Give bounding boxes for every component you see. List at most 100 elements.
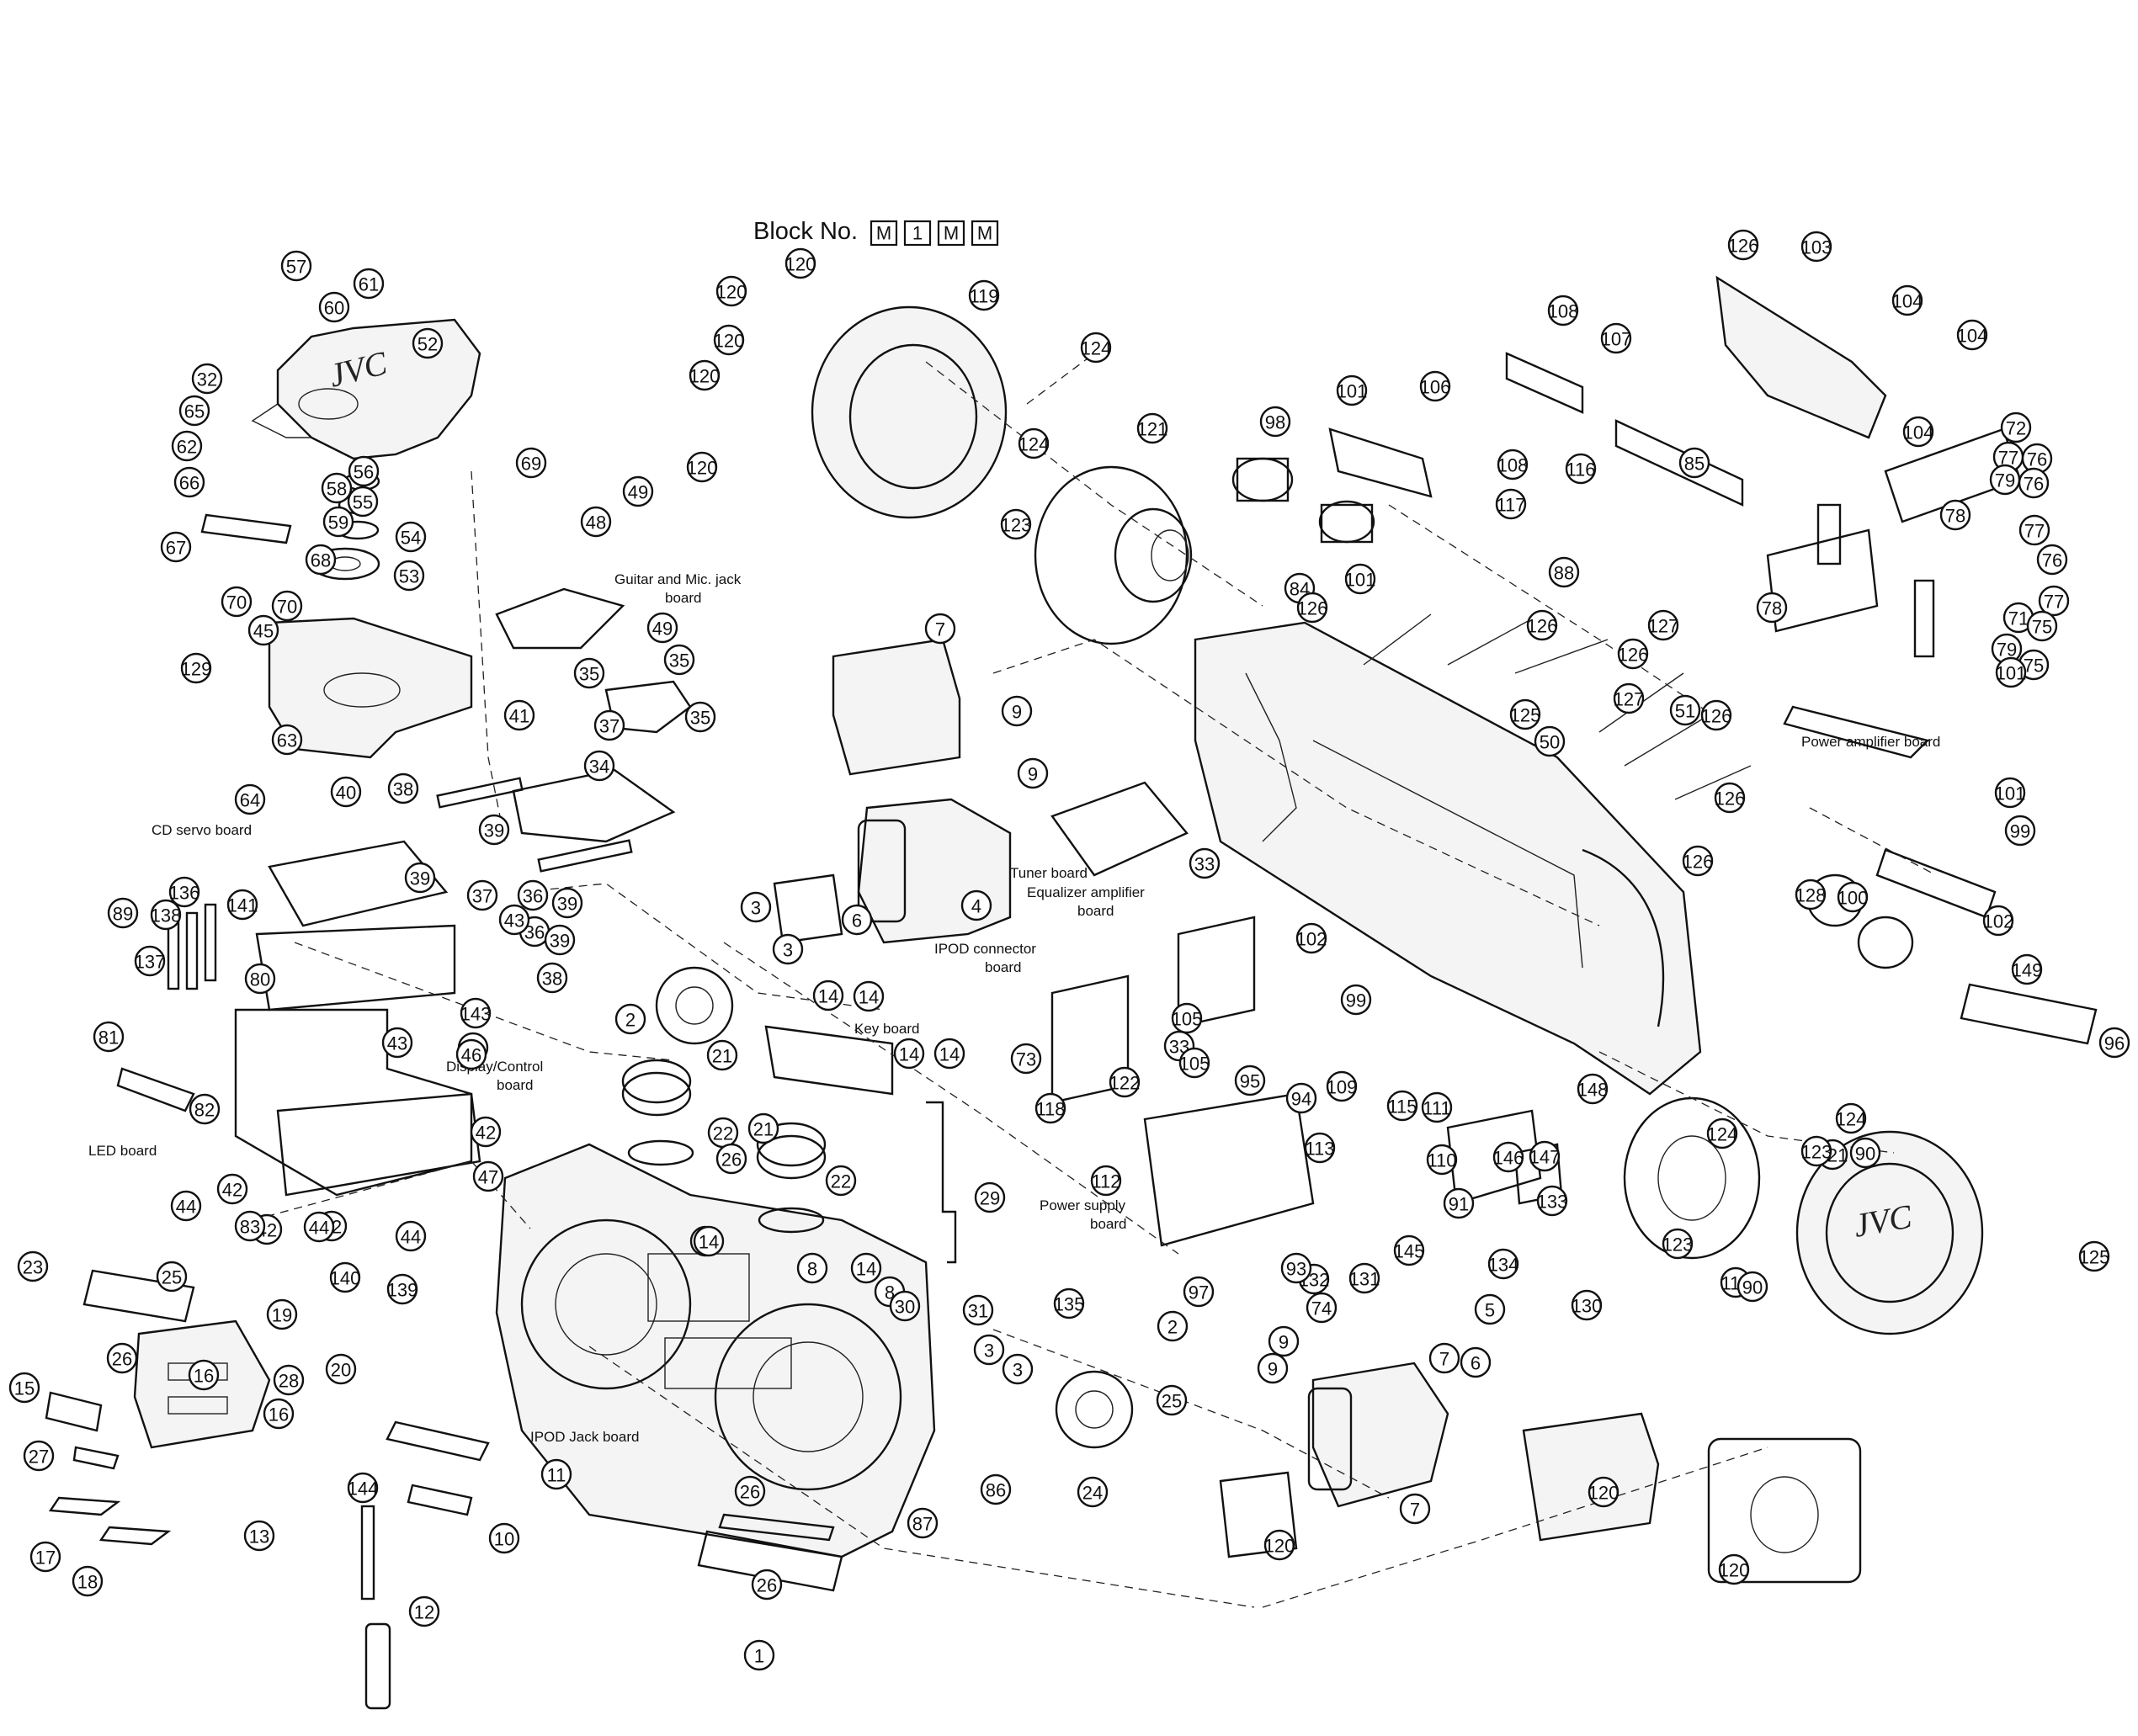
part-callout-131: 131 [1349, 1262, 1380, 1294]
part-callout-49: 49 [622, 475, 654, 507]
part-number: 115 [1387, 1096, 1417, 1118]
part-number: 53 [399, 566, 419, 587]
part-number: 99 [1346, 990, 1366, 1011]
part-callout-78: 78 [1756, 592, 1788, 624]
block-number-header: Block No. M 1 M M [753, 218, 999, 247]
part-number: 126 [1715, 788, 1746, 810]
part-callout-89: 89 [107, 897, 139, 929]
part-callout-5: 5 [1474, 1293, 1506, 1325]
board-label: Tuner board [1010, 865, 1088, 881]
part-number: 104 [1892, 291, 1923, 312]
part-number: 65 [184, 401, 205, 422]
part-number: 3 [1013, 1360, 1023, 1381]
part-number: 21 [712, 1046, 732, 1067]
part-callout-48: 48 [580, 506, 612, 538]
part-callout-120: 120 [785, 247, 816, 279]
part-callout-135: 135 [1054, 1287, 1085, 1319]
part-number: 76 [2024, 474, 2044, 495]
part-callout-18: 18 [72, 1565, 104, 1597]
part-number: 59 [328, 512, 348, 534]
part-callout-104: 104 [1903, 416, 1933, 448]
part-callout-56: 56 [348, 455, 380, 487]
part-number: 47 [478, 1167, 498, 1188]
part-callout-39: 39 [544, 924, 576, 956]
part-callout-146: 146 [1493, 1141, 1524, 1173]
part-number: 138 [151, 905, 182, 926]
part-callout-53: 53 [393, 560, 425, 592]
part-number: 78 [1762, 598, 1782, 619]
part-callout-128: 128 [1795, 879, 1826, 910]
carry-handle-part [1715, 275, 1887, 439]
part-number: 43 [387, 1033, 407, 1054]
part-number: 11 [547, 1465, 566, 1486]
part-number: 95 [1240, 1071, 1260, 1092]
part-callout-32: 32 [191, 363, 223, 395]
part-callout-90: 90 [1849, 1137, 1881, 1169]
part-number: 22 [831, 1171, 851, 1192]
part-number: 3 [984, 1340, 994, 1362]
part-number: 33 [1194, 854, 1215, 875]
part-callout-13: 13 [243, 1520, 275, 1552]
part-callout-124: 124 [1018, 427, 1049, 459]
part-number: 135 [1054, 1294, 1085, 1315]
part-number: 148 [1577, 1080, 1609, 1101]
part-callout-36: 36 [517, 879, 549, 911]
part-number: 45 [253, 621, 274, 642]
part-callout-99: 99 [2004, 815, 2036, 847]
block-code-box-1: M [870, 220, 898, 247]
part-number: 93 [1286, 1259, 1306, 1280]
part-callout-67: 67 [160, 531, 192, 563]
part-callout-2: 2 [614, 1003, 646, 1035]
board-label: Key board [854, 1021, 920, 1037]
part-number: 19 [272, 1305, 292, 1326]
part-number: 43 [504, 910, 524, 932]
part-number: 42 [222, 1180, 242, 1201]
part-number: 120 [687, 458, 718, 479]
part-number: 90 [1742, 1277, 1763, 1298]
part-number: 26 [740, 1482, 760, 1503]
part-callout-129: 129 [181, 652, 211, 684]
part-callout-111: 111 [1421, 1091, 1453, 1123]
part-number: 133 [1537, 1192, 1568, 1213]
part-callout-47: 47 [472, 1160, 504, 1192]
part-number: 76 [2027, 449, 2047, 470]
part-callout-62: 62 [171, 430, 203, 462]
part-number: 109 [1327, 1077, 1358, 1098]
part-callout-125: 125 [1510, 698, 1540, 730]
part-number: 134 [1488, 1255, 1519, 1276]
rear-cabinet-part [1194, 621, 1702, 1096]
part-callout-126: 126 [1683, 845, 1713, 877]
part-callout-22: 22 [825, 1165, 857, 1197]
part-number: 91 [1449, 1194, 1469, 1215]
part-callout-38: 38 [536, 962, 568, 994]
block-code-box-3: M [937, 220, 965, 247]
part-callout-28: 28 [273, 1364, 305, 1396]
part-callout-2: 2 [1157, 1310, 1189, 1342]
part-callout-143: 143 [460, 997, 491, 1029]
part-number: 77 [2024, 521, 2045, 542]
part-number: 29 [980, 1188, 1000, 1209]
part-callout-123: 123 [1662, 1228, 1694, 1260]
part-number: 81 [98, 1027, 119, 1049]
part-callout-50: 50 [1534, 725, 1566, 757]
part-number: 70 [277, 597, 297, 618]
part-callout-21: 21 [706, 1039, 738, 1071]
part-callout-95: 95 [1234, 1064, 1266, 1096]
part-number: 8 [807, 1259, 817, 1280]
part-callout-7: 7 [1428, 1342, 1460, 1374]
part-callout-30: 30 [889, 1290, 921, 1322]
part-number: 122 [1109, 1073, 1141, 1094]
part-number: 6 [852, 910, 862, 932]
part-number: 113 [1305, 1139, 1334, 1160]
part-number: 123 [1662, 1234, 1694, 1256]
part-callout-15: 15 [8, 1372, 40, 1404]
part-callout-122: 122 [1109, 1066, 1141, 1098]
part-number: 101 [1995, 783, 2026, 804]
block-code-2: 1 [912, 223, 923, 244]
part-callout-124: 124 [1836, 1102, 1866, 1134]
part-callout-41: 41 [503, 699, 535, 731]
part-callout-66: 66 [173, 466, 205, 498]
part-number: 25 [162, 1267, 182, 1288]
